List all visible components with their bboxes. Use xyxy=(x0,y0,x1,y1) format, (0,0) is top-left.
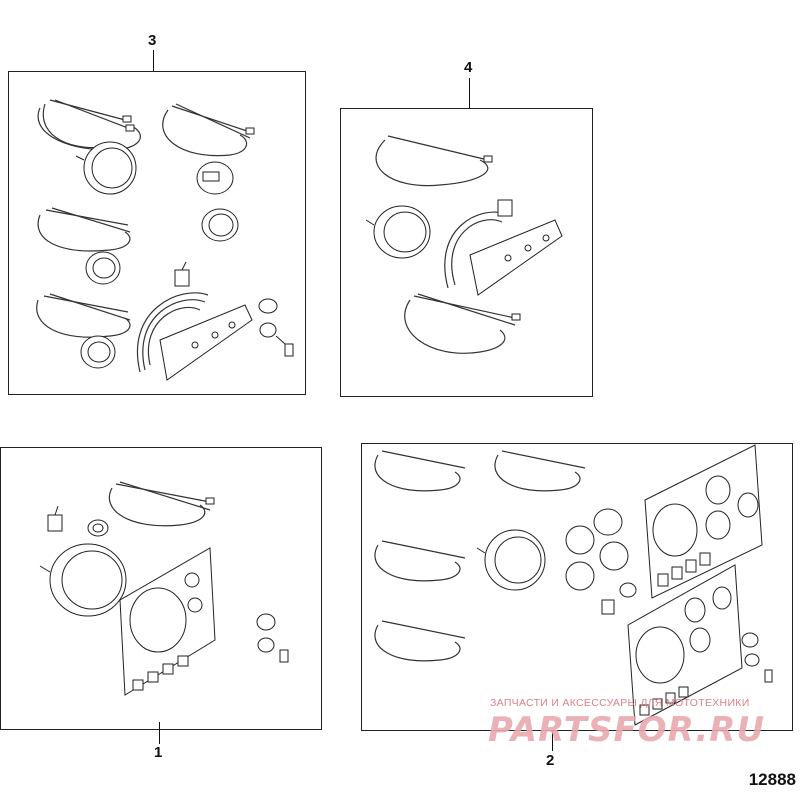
callout-number-4: 4 xyxy=(464,59,473,76)
gauge xyxy=(85,251,121,285)
hour-meter-gauge xyxy=(196,161,234,195)
dash-panel-plate xyxy=(644,444,763,599)
wire-harness xyxy=(374,540,466,582)
toggle-switch xyxy=(47,505,63,532)
instrument-panel-plate xyxy=(119,547,216,696)
toggle-switch xyxy=(174,261,190,287)
kit-panel-4 xyxy=(340,108,593,397)
callout-number-1: 1 xyxy=(154,744,163,761)
switches xyxy=(601,582,637,615)
wire-harness xyxy=(404,293,521,354)
ignition-key-switch xyxy=(258,298,294,357)
callout-leader-2 xyxy=(552,731,553,751)
callout-number-2: 2 xyxy=(546,752,555,769)
wire-harness xyxy=(374,620,466,662)
gauge-cluster xyxy=(565,508,629,591)
gauge xyxy=(80,335,116,369)
ignition-key-switch xyxy=(87,519,109,537)
callout-leader-1 xyxy=(159,722,160,744)
wire-harness xyxy=(162,103,255,157)
wire-harness xyxy=(37,207,131,252)
wire-harness xyxy=(108,481,215,527)
watermark-tagline: ЗАПЧАСТИ И АКСЕССУАРЫ ДЛЯ МОТОТЕХНИКИ xyxy=(490,697,750,709)
reference-number: 12888 xyxy=(748,770,796,789)
wire-harness xyxy=(374,450,466,492)
watermark-brand: PARTSFOR.RU xyxy=(488,710,766,750)
wire-harness xyxy=(494,450,586,492)
tachometer-gauge xyxy=(365,205,431,259)
ignition-key xyxy=(741,632,773,683)
dash-panel-gasket xyxy=(627,564,743,726)
kit-panel-3 xyxy=(8,71,306,395)
panel-4-parts xyxy=(365,135,563,354)
switch-bracket xyxy=(444,199,563,296)
wire-harness xyxy=(36,293,131,338)
wire-harness xyxy=(37,99,141,151)
panel-2-parts xyxy=(374,444,773,726)
callout-number-3: 3 xyxy=(148,32,157,49)
callout-leader-3 xyxy=(153,50,154,71)
tachometer-gauge xyxy=(39,543,127,617)
wire-harness xyxy=(375,135,493,187)
tachometer-gauge xyxy=(75,141,137,195)
panel-3-parts xyxy=(36,99,294,381)
callout-leader-4 xyxy=(469,78,470,108)
switch-bracket xyxy=(137,292,253,381)
tachometer-gauge xyxy=(476,529,546,591)
panel-1-parts xyxy=(39,481,289,696)
ignition-key xyxy=(256,613,289,663)
gauge xyxy=(201,208,239,242)
